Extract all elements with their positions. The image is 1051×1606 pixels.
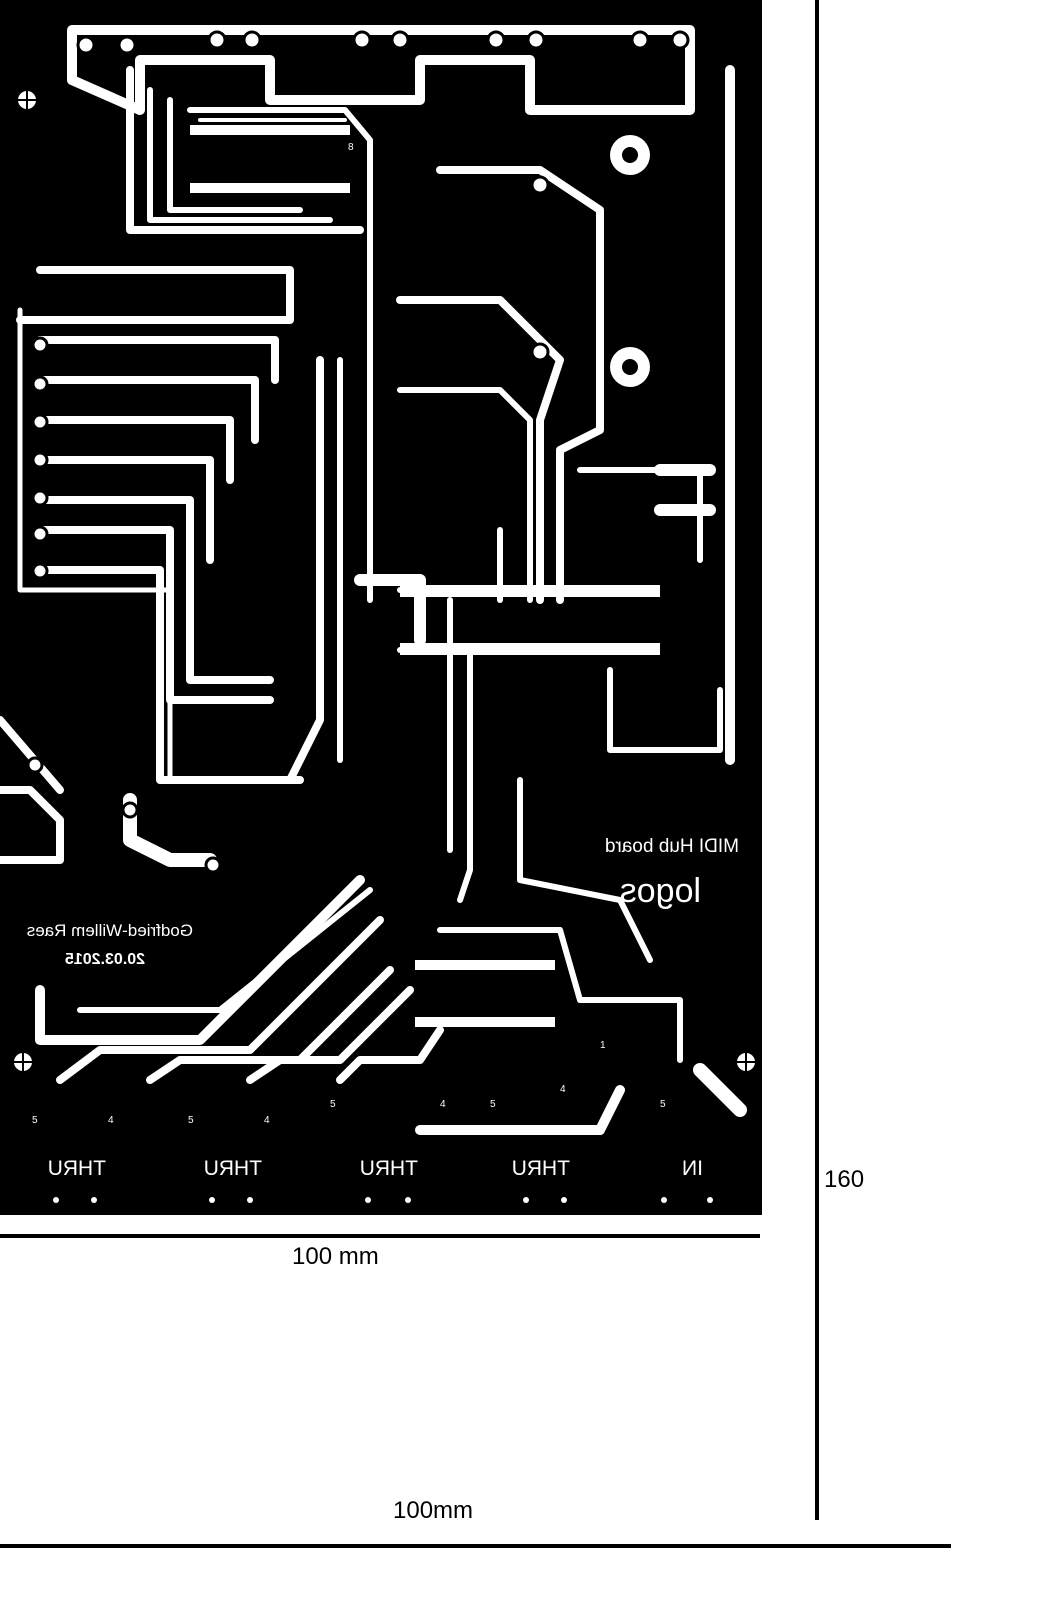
connector-label: IN <box>682 1157 703 1180</box>
pcb-pads <box>26 30 690 874</box>
pin-label: 4 <box>440 1099 446 1110</box>
pin-label: 4 <box>264 1115 270 1126</box>
pin-label: 4 <box>108 1115 114 1126</box>
pin-label: 1 <box>600 1040 606 1051</box>
pin-label: 4 <box>560 1084 566 1095</box>
pin-label: 4 <box>736 1099 742 1110</box>
pcb-traces <box>0 25 747 1135</box>
mounting-holes <box>14 91 755 1071</box>
connector-label: THRU <box>48 1157 106 1180</box>
pin-label: 5 <box>490 1099 496 1110</box>
pin-label: 8 <box>348 142 354 153</box>
connector-label: THRU <box>512 1157 570 1180</box>
page-width-label: 100mm <box>393 1497 474 1524</box>
pin-label: 5 <box>330 1099 336 1110</box>
pin-label: 5 <box>188 1115 194 1126</box>
connector-label: THRU <box>360 1157 418 1180</box>
connector-label: THRU <box>204 1157 262 1180</box>
board-text: MIDI Hub board logos Godfried-Willem Rae… <box>27 142 742 1180</box>
board-width-label: 100 mm <box>292 1243 379 1270</box>
pcb-board <box>0 0 762 1215</box>
author-text: Godfried-Willem Raes <box>27 921 193 940</box>
board-title: MIDI Hub board <box>605 836 739 857</box>
ic-pin-rows <box>190 125 660 1027</box>
board-height-label: 160 <box>824 1166 865 1193</box>
logo-text: logos <box>620 872 701 910</box>
pin-label: 5 <box>32 1115 38 1126</box>
vias <box>53 1197 713 1203</box>
date-text: 20.03.2015 <box>65 951 145 968</box>
pin-label: 5 <box>660 1099 666 1110</box>
